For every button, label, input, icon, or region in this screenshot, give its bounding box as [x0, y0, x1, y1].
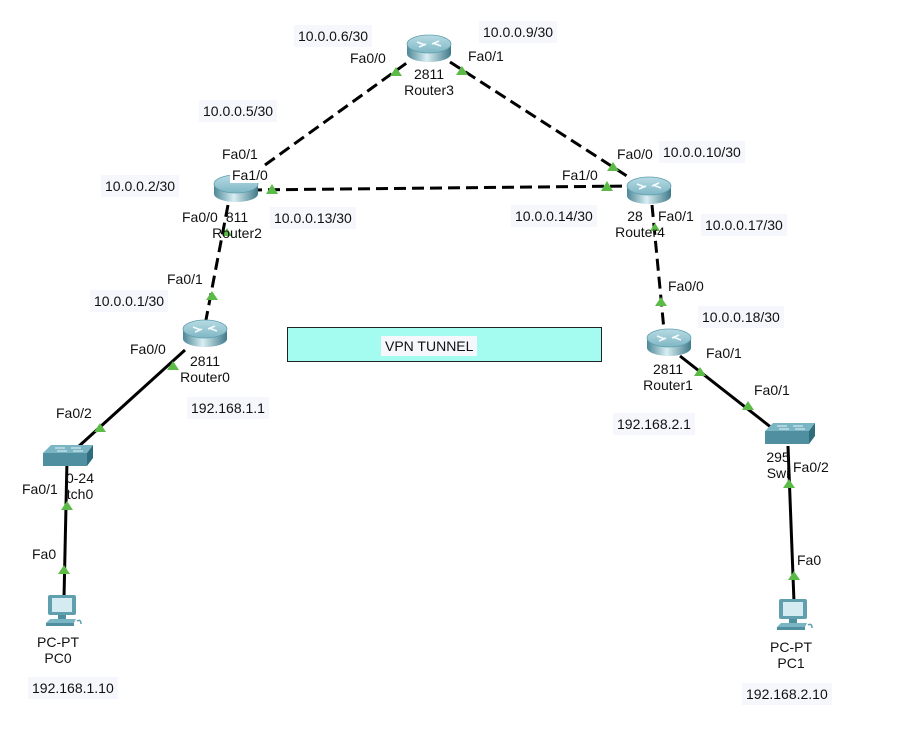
link-up-marker-icon	[456, 66, 468, 75]
port-label-r0-fa01: Fa0/1	[167, 271, 203, 287]
router0-name: Router0	[180, 369, 230, 385]
router2-label: 811 Router2	[212, 209, 262, 241]
port-label-r1-fa00: Fa0/0	[668, 278, 704, 294]
router4-label: 28 Router4	[615, 208, 665, 240]
note-r3-fa01-ip[interactable]: 10.0.0.9/30	[479, 21, 558, 43]
port-label-sw1-fa01: Fa0/1	[754, 382, 790, 398]
note-pc1-ip[interactable]: 192.168.2.10	[742, 683, 832, 705]
link-up-marker-icon	[266, 184, 278, 194]
link-up-marker-icon	[694, 367, 706, 376]
pc0-label: PC-PT PC0	[37, 634, 79, 666]
router4-model: 28	[627, 208, 643, 224]
pc1-model: PC-PT	[770, 639, 812, 655]
link-up-marker-icon	[222, 228, 232, 236]
switch1-name: Swi	[766, 465, 790, 481]
port-label-pc1-fa0: Fa0	[797, 552, 822, 568]
note-pc0-ip[interactable]: 192.168.1.10	[28, 677, 118, 699]
router1-label: 2811 Router1	[643, 361, 693, 393]
switch-icon	[43, 445, 93, 453]
router1-name: Router1	[643, 377, 693, 393]
link-switch0-pc0[interactable]	[62, 459, 69, 599]
vpn-tunnel-label: VPN TUNNEL	[381, 336, 478, 356]
router3-model: 2811	[413, 66, 445, 82]
router1-model: 2811	[652, 361, 684, 377]
note-r4-fa01-ip[interactable]: 10.0.0.17/30	[701, 214, 787, 236]
pc1[interactable]	[777, 599, 813, 630]
switch0-label: 0-24 tch0	[66, 470, 94, 502]
port-label-r3-fa01: Fa0/1	[468, 48, 504, 64]
link-up-marker-icon	[650, 223, 660, 231]
router2-name: Router2	[212, 225, 262, 241]
switch0-name: tch0	[66, 486, 94, 502]
router0-model: 2811	[189, 353, 221, 369]
router0-label: 2811 Router0	[180, 353, 230, 385]
port-label-r4-fa00: Fa0/0	[617, 146, 653, 162]
router3-name: Router3	[404, 82, 454, 98]
router3-label: 2811 Router3	[404, 66, 454, 98]
link-up-marker-icon	[788, 571, 800, 580]
port-label-sw0-fa01: Fa0/1	[22, 481, 58, 497]
link-router2-router3[interactable]	[264, 60, 409, 167]
switch1-model: 295	[766, 449, 790, 465]
switch0-model: 0-24	[65, 470, 95, 486]
note-r4-fa00-ip[interactable]: 10.0.0.10/30	[659, 141, 745, 163]
port-label-r4-fa01: Fa0/1	[658, 208, 694, 224]
port-label-r3-fa00: Fa0/0	[350, 50, 386, 66]
link-router0-switch0[interactable]	[76, 348, 187, 449]
pc1-name: PC1	[777, 655, 805, 671]
note-r0-fa01-ip[interactable]: 10.0.0.1/30	[90, 290, 169, 312]
router1[interactable]	[646, 328, 692, 356]
port-label-pc0-fa0: Fa0	[32, 546, 57, 562]
link-up-marker-icon	[783, 479, 795, 488]
port-label-sw1-fa02: Fa0/2	[793, 459, 829, 475]
link-up-marker-icon	[94, 423, 106, 432]
switch0[interactable]	[43, 445, 93, 466]
link-up-marker-icon	[742, 401, 754, 410]
link-router2-router4[interactable]	[249, 184, 629, 192]
link-up-marker-icon	[206, 291, 218, 300]
port-label-r1-fa01: Fa0/1	[706, 345, 742, 361]
note-r4-fa10-ip[interactable]: 10.0.0.14/30	[511, 205, 597, 227]
link-up-marker-icon	[167, 361, 179, 370]
pc0-model: PC-PT	[37, 634, 79, 650]
switch-icon	[765, 423, 815, 431]
link-up-marker-icon	[601, 181, 613, 191]
link-router1-switch1[interactable]	[679, 354, 778, 434]
port-label-r0-fa00: Fa0/0	[130, 341, 166, 357]
link-router2-router0[interactable]	[203, 204, 230, 326]
switch1-label: 295 Swi	[766, 449, 789, 481]
link-up-marker-icon	[61, 501, 73, 510]
pc1-label: PC-PT PC1	[770, 639, 812, 671]
note-r1-fa00-ip[interactable]: 10.0.0.18/30	[698, 306, 784, 328]
link-up-marker-icon	[390, 67, 402, 76]
link-up-marker-icon	[655, 297, 667, 306]
note-r2-fa10-ip[interactable]: 10.0.0.13/30	[270, 207, 356, 229]
pc0[interactable]	[46, 595, 82, 626]
port-label-r2-fa10: Fa1/0	[230, 167, 270, 183]
router3[interactable]	[406, 34, 452, 62]
pc0-name: PC0	[44, 650, 72, 666]
link-markers	[58, 66, 800, 580]
router2-model: 811	[225, 209, 249, 225]
note-r3-fa00-ip[interactable]: 10.0.0.6/30	[294, 25, 373, 47]
note-r2-fa00-ip[interactable]: 10.0.0.2/30	[101, 175, 180, 197]
link-up-marker-icon	[58, 565, 70, 574]
note-r1-lan-ip[interactable]: 192.168.2.1	[613, 413, 695, 435]
port-label-sw0-fa02: Fa0/2	[56, 405, 92, 421]
switch1[interactable]	[765, 423, 815, 444]
note-r2-fa01-ip[interactable]: 10.0.0.5/30	[199, 100, 278, 122]
router0[interactable]	[182, 319, 228, 347]
port-label-r2-fa01: Fa0/1	[222, 146, 258, 162]
router4[interactable]	[626, 176, 672, 204]
port-label-r2-fa00: Fa0/0	[182, 209, 218, 225]
link-router3-router4[interactable]	[449, 60, 631, 180]
note-r0-lan-ip[interactable]: 192.168.1.1	[187, 397, 269, 419]
router4-name: Router4	[615, 224, 665, 240]
port-label-r4-fa10: Fa1/0	[562, 167, 598, 183]
link-up-marker-icon	[607, 162, 619, 171]
